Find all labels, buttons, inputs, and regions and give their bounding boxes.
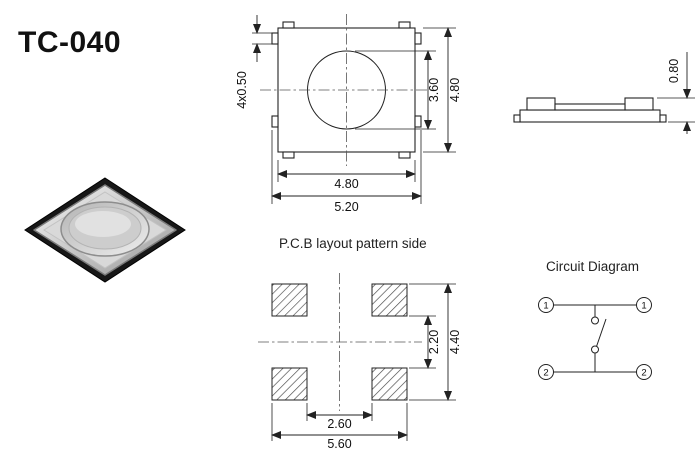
pcb-pad-top-right — [371, 283, 408, 317]
dim-pad-span-horizontal: 5.60 — [271, 403, 408, 450]
side-profile — [513, 97, 667, 123]
product-title: TC-040 — [18, 26, 122, 59]
dim-pad-span-vertical-label: 4.40 — [448, 330, 462, 354]
dim-thickness: 0.80 — [657, 52, 695, 134]
dim-lead-width-label: 4x0.50 — [235, 71, 249, 109]
terminal-1-right: 1 — [636, 297, 652, 313]
dim-button-diameter-label: 3.60 — [427, 78, 441, 102]
dim-body-height: 4.80 — [423, 27, 462, 153]
switch-symbol — [591, 305, 607, 372]
svg-text:2: 2 — [641, 368, 646, 379]
dim-overall-width-label: 5.20 — [334, 200, 358, 214]
dim-overall-width: 5.20 — [271, 130, 422, 214]
side-view-drawing: 0.80 — [513, 52, 695, 134]
circuit-label: Circuit Diagram — [546, 259, 640, 274]
corner-leads — [271, 21, 422, 159]
pcb-pad-top-left — [271, 283, 308, 317]
pcb-pad-bottom-left — [271, 367, 308, 401]
dim-thickness-label: 0.80 — [667, 59, 681, 83]
pcb-layout-drawing: 2.20 4.40 2.60 5.60 — [258, 273, 462, 450]
pcb-pad-bottom-right — [371, 367, 408, 401]
top-view-drawing: 4x0.50 3.60 4.80 4.80 5.20 — [235, 14, 462, 214]
pcb-pads — [271, 283, 408, 401]
svg-text:2: 2 — [543, 368, 548, 379]
dim-pad-gap-horizontal-label: 2.60 — [327, 417, 351, 431]
dim-button-diameter: 3.60 — [355, 50, 441, 130]
dim-body-height-label: 4.80 — [448, 78, 462, 102]
dim-body-width-label: 4.80 — [334, 177, 358, 191]
terminal-2-left: 2 — [538, 364, 554, 380]
dim-pad-span-horizontal-label: 5.60 — [327, 437, 351, 450]
dim-lead-width: 4x0.50 — [235, 15, 272, 109]
terminal-1-left: 1 — [538, 297, 554, 313]
dim-pad-gap-horizontal: 2.60 — [306, 403, 373, 431]
svg-text:1: 1 — [543, 301, 548, 312]
svg-text:1: 1 — [641, 301, 646, 312]
dim-pad-gap-vertical-label: 2.20 — [427, 330, 441, 354]
dim-pad-span-vertical: 4.40 — [409, 283, 462, 401]
dim-pad-gap-vertical: 2.20 — [409, 315, 441, 369]
pcb-label: P.C.B layout pattern side — [279, 236, 427, 251]
terminal-2-right: 2 — [636, 364, 652, 380]
product-photo — [24, 177, 186, 283]
circuit-drawing: 1 1 2 2 — [538, 297, 652, 380]
switch-button-highlight — [75, 211, 131, 237]
dim-body-width: 4.80 — [277, 160, 416, 191]
